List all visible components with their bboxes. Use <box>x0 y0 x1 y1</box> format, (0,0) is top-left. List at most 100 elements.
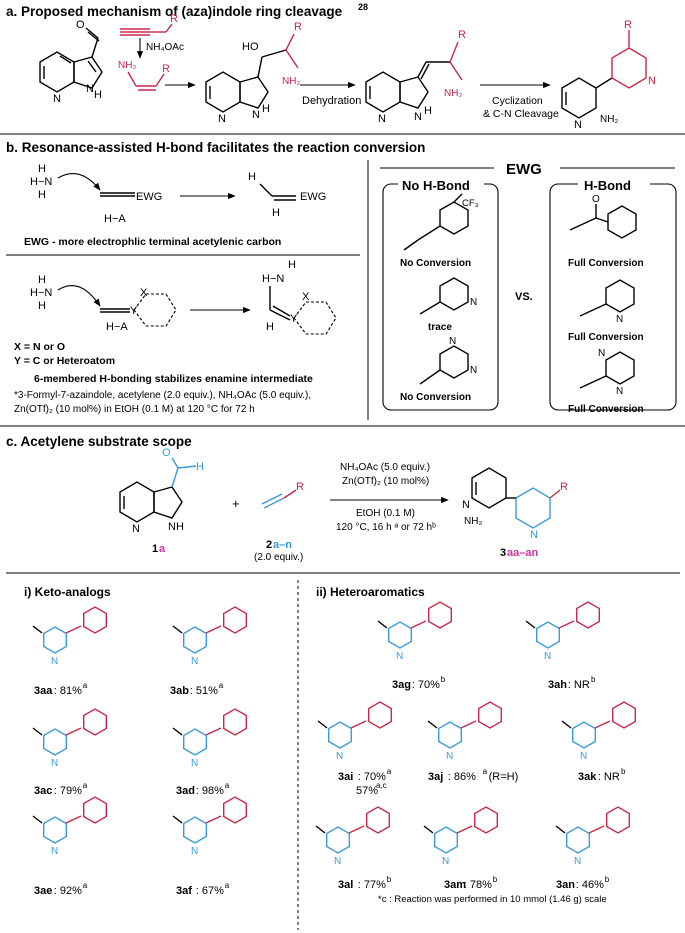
pyridine-n-3ae: N <box>51 846 58 857</box>
product-r-label: R <box>624 19 632 31</box>
yield-sup-3ag: b <box>441 675 446 684</box>
yield-sup-3af: a <box>225 881 230 890</box>
label-3aj: 3aj <box>428 771 443 783</box>
1a-suffix: a <box>159 543 166 555</box>
cf3-label: CF₃ <box>462 198 479 209</box>
pyridine-n-3am: N <box>442 856 449 867</box>
amine-h1: H <box>38 163 46 175</box>
enamine-r-label: R <box>162 63 170 75</box>
section-c-title: c. Acetylene substrate scope <box>6 434 192 449</box>
intermediate1-r-label: R <box>294 21 302 33</box>
intermediate1-nh2-label: NH₂ <box>282 76 300 87</box>
yield-sup-3am: b <box>493 875 498 884</box>
ewg-mechanism-top: H−N H H EWG H−A H EWG H <box>30 163 326 225</box>
x-atom: X <box>140 287 148 299</box>
yield-3ai-scale-sup: a,c <box>376 781 387 790</box>
3-nh2: NH₂ <box>464 516 482 527</box>
2-number: 2 <box>266 539 272 551</box>
ho-label: HO <box>242 41 259 53</box>
pyr2-n: N <box>616 314 623 325</box>
bipyridine-product-structure: R N N NH₂ <box>561 19 656 131</box>
indole-nh-label: H <box>94 89 102 101</box>
2-suffix: a–n <box>273 539 292 551</box>
product-h-label: H <box>272 207 280 219</box>
yield-3ah: : NR <box>568 679 590 691</box>
yield-3ak: : NR <box>598 771 620 783</box>
yield-sup-3ae: a <box>83 881 88 890</box>
compound-3ad: N 3ad: 98%a <box>172 708 248 797</box>
product-ewg-label: EWG <box>300 191 326 203</box>
yield-3ag: : 70% <box>412 679 440 691</box>
intermediate2-n-label: N <box>378 113 386 125</box>
label-3af: 3af <box>176 885 192 897</box>
yield-3aa: : 81% <box>54 685 82 697</box>
label-3ad: 3ad <box>176 785 195 797</box>
aldehyde-o-label: O <box>76 19 85 31</box>
hb-h2: H <box>266 321 274 333</box>
cond-4: 120 °C, 16 h ᵃ or 72 hᵇ <box>336 522 436 533</box>
yield-3ac: : 79% <box>54 785 82 797</box>
product-pyridine-n-label: N <box>574 119 582 131</box>
indole-n-label: N <box>86 83 94 95</box>
label-3aa: 3aa <box>34 685 53 697</box>
plus-sign: + <box>232 496 240 511</box>
no-conv-2: No Conversion <box>400 392 471 403</box>
x-definition: X = N or O <box>14 341 65 353</box>
full-conv-1: Full Conversion <box>568 258 644 269</box>
hb-h: H <box>288 259 296 271</box>
product-nh-label: H <box>248 171 256 183</box>
yield-sup-3aa: a <box>83 681 88 690</box>
1a-number: 1 <box>152 543 158 555</box>
yield-sup-3ai: a <box>387 767 392 776</box>
label-3ae: 3ae <box>34 885 52 897</box>
intermediate2-nh-label: N <box>414 111 422 123</box>
yield-sup-3an: b <box>605 875 610 884</box>
amine2-h1: H <box>38 274 46 286</box>
1a-n: N <box>132 523 140 535</box>
yield-3am: : 78% <box>464 879 492 891</box>
pyridine-n-3aj: N <box>446 751 453 762</box>
six-membered-note: 6-membered H-bonding stabilizes enamine … <box>34 373 313 385</box>
pyridine-n-3an: N <box>574 856 581 867</box>
yield-sup-3ad: a <box>225 781 230 790</box>
ha-label: H−A <box>104 213 126 225</box>
compound-1a: O H N NH 1 a <box>119 447 204 555</box>
y-definition: Y = C or Heteroatom <box>14 355 115 367</box>
3-n: N <box>462 499 470 511</box>
yield-3an: : 46% <box>576 879 604 891</box>
yield-sup-3ak: b <box>621 767 626 776</box>
product-n-label: N <box>648 75 656 87</box>
hetero-title: ii) Heteroaromatics <box>316 585 425 599</box>
amine2-nh-label: H−N <box>30 287 52 299</box>
section-a: a. Proposed mechanism of (aza)indole rin… <box>6 2 656 131</box>
pyr3-n: N <box>470 297 477 308</box>
nh4oac-label: NH₄OAc <box>146 42 184 53</box>
yield-3ai: : 70% <box>358 771 386 783</box>
compound-3-scaffold: R N NH₂ N 3 aa–an <box>462 467 568 559</box>
yield-sup-3ab: a <box>219 681 224 690</box>
yield-3ae: : 92% <box>54 885 82 897</box>
footnote-b-1: *3-Formyl-7-azaindole, acetylene (2.0 eq… <box>14 390 311 401</box>
cond-3: EtOH (0.1 M) <box>356 508 415 519</box>
yield-sup-3aj: a <box>483 767 488 776</box>
cyclization-label-1: Cyclization <box>492 95 543 107</box>
pyridine-n-3ak: N <box>580 751 587 762</box>
pyridine-n-3ac: N <box>51 758 58 769</box>
vs-label: VS. <box>515 291 533 303</box>
intermediate1-n-label: N <box>218 113 226 125</box>
cyclization-label-2: & C-N Cleavage <box>483 108 559 120</box>
label-3ag: 3ag <box>392 679 411 691</box>
section-a-title: a. Proposed mechanism of (aza)indole rin… <box>6 4 343 19</box>
yield-3af: : 67% <box>196 885 224 897</box>
pyridine-n-3ad: N <box>191 758 198 769</box>
yield-3ad: : 98% <box>196 785 224 797</box>
dehydration-label: Dehydration <box>302 95 361 107</box>
